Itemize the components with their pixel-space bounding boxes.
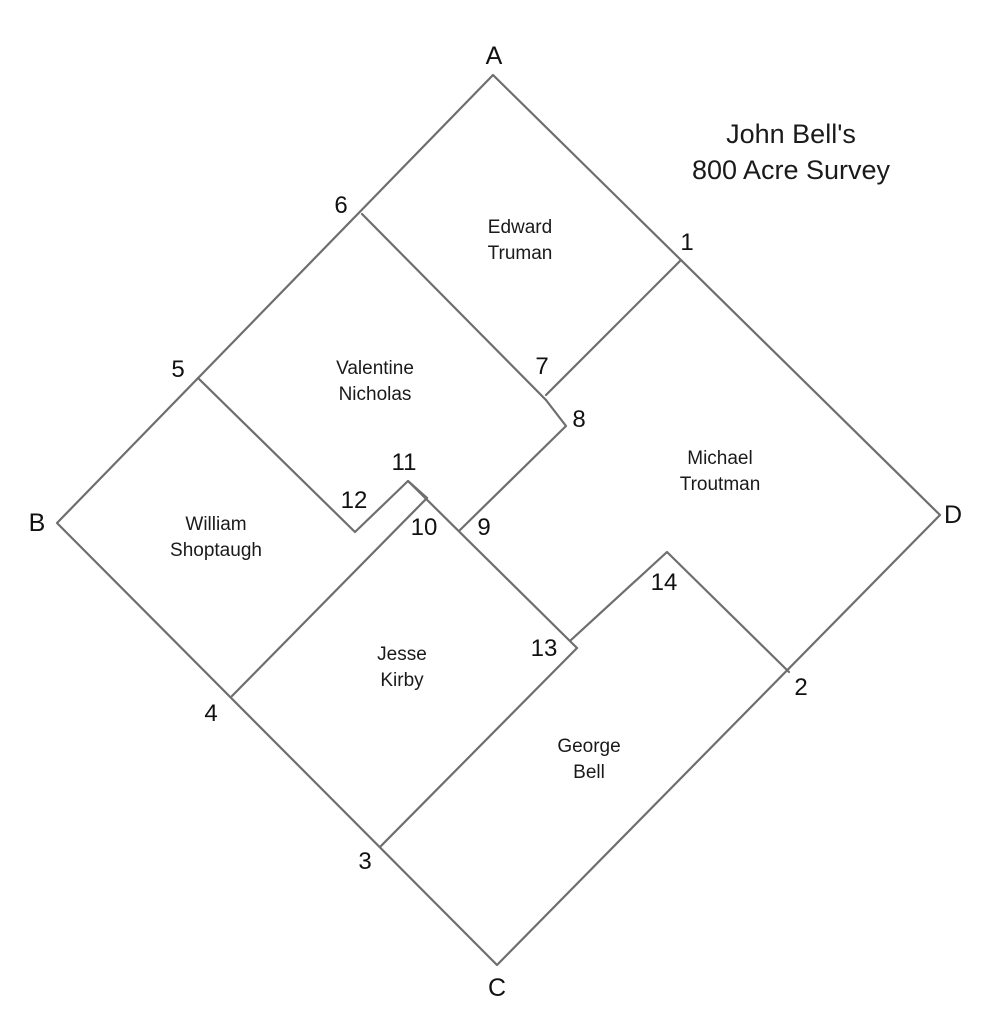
parcel-george-bell-line2: Bell — [573, 762, 605, 783]
point-label-2: 2 — [794, 674, 807, 701]
survey-title-line2: 800 Acre Survey — [692, 155, 891, 185]
outer-boundary — [55, 73, 942, 967]
line-11-to-13 — [406, 479, 579, 650]
line-13-to-3 — [379, 646, 579, 848]
line-13-to-14-to-2 — [569, 550, 791, 674]
point-label-12: 12 — [341, 487, 368, 514]
line-1-to-7 — [544, 258, 683, 397]
parcel-william-shoptaugh-line2: Shoptaugh — [170, 540, 262, 561]
point-label-3: 3 — [358, 848, 371, 875]
point-label-9: 9 — [477, 514, 490, 541]
corner-label-a: A — [486, 42, 503, 70]
point-label-6: 6 — [334, 192, 347, 219]
corner-label-b: B — [29, 509, 46, 537]
parcel-edward-truman-line1: Edward — [488, 217, 552, 238]
line-10-to-4 — [230, 496, 429, 698]
point-label-4: 4 — [204, 700, 217, 727]
parcel-michael-troutman-line2: Troutman — [680, 474, 761, 495]
survey-title-line1: John Bell's — [726, 119, 856, 149]
point-label-5: 5 — [171, 356, 184, 383]
point-label-13: 13 — [531, 635, 558, 662]
parcel-edward-truman-line2: Truman — [488, 243, 553, 264]
parcel-valentine-nicholas-line2: Nicholas — [339, 384, 412, 405]
corner-label-d: D — [944, 501, 962, 529]
parcel-jesse-kirby-line2: Kirby — [380, 670, 424, 691]
parcel-michael-troutman-line1: Michael — [687, 448, 752, 469]
parcel-jesse-kirby-line1: Jesse — [377, 644, 427, 665]
corner-label-c: C — [488, 974, 506, 1002]
point-label-10: 10 — [411, 514, 438, 541]
line-6-to-8 — [360, 212, 548, 402]
point-label-14: 14 — [651, 569, 678, 596]
line-8-to-9 — [458, 398, 568, 532]
point-label-11: 11 — [392, 449, 417, 476]
parcel-william-shoptaugh-line1: William — [185, 514, 246, 535]
parcel-george-bell-line1: George — [557, 736, 620, 757]
parcel-valentine-nicholas-line1: Valentine — [336, 358, 414, 379]
point-label-7: 7 — [535, 353, 548, 380]
point-label-1: 1 — [680, 229, 693, 256]
point-label-8: 8 — [572, 406, 585, 433]
